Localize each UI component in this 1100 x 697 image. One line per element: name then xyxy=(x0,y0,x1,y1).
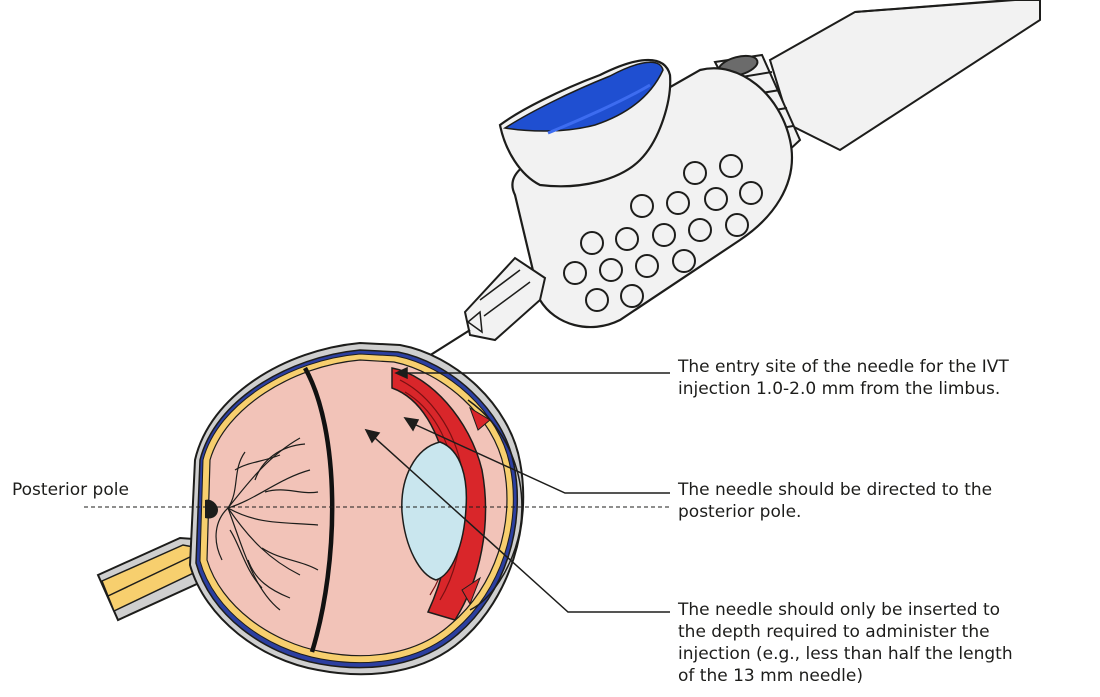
depth-annotation: The needle should only be inserted to th… xyxy=(678,599,1013,687)
annotation-line: posterior pole. xyxy=(678,501,992,523)
annotation-line: injection (e.g., less than half the leng… xyxy=(678,643,1013,665)
annotation-line: The needle should be directed to the xyxy=(678,479,992,501)
annotation-line: of the 13 mm needle) xyxy=(678,665,1013,687)
annotation-line: injection 1.0-2.0 mm from the limbus. xyxy=(678,378,1009,400)
posterior-pole-label: Posterior pole xyxy=(12,479,129,501)
syringe xyxy=(372,0,1040,392)
annotation-line: the depth required to administer the xyxy=(678,621,1013,643)
syringe-barrel xyxy=(770,0,1040,150)
annotation-line: The entry site of the needle for the IVT xyxy=(678,356,1009,378)
direction-annotation: The needle should be directed to the pos… xyxy=(678,479,992,523)
eye-cross-section xyxy=(98,343,523,674)
entry-site-annotation: The entry site of the needle for the IVT… xyxy=(678,356,1009,400)
annotation-line: The needle should only be inserted to xyxy=(678,599,1013,621)
